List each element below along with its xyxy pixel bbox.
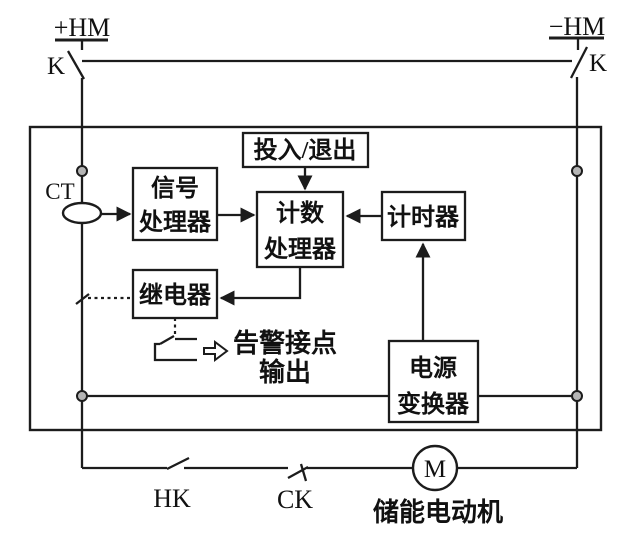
aux-contact-blade-icon bbox=[75, 293, 90, 305]
switch-hk-blade-icon bbox=[166, 456, 190, 471]
block-signal-line1: 信号 bbox=[151, 174, 199, 202]
motor-circuit: M HK CK 储能电动机 bbox=[82, 444, 577, 527]
switch-k-right-label: K bbox=[589, 50, 607, 77]
dc-bus-positive: +HM K bbox=[47, 13, 110, 80]
terminal-node-top-right bbox=[571, 165, 583, 177]
terminal-node-top-left bbox=[76, 165, 88, 177]
terminal-node-bottom-left bbox=[76, 390, 88, 402]
block-signal-line2: 处理器 bbox=[138, 209, 212, 236]
switch-ck-blade-icon bbox=[287, 465, 309, 480]
current-transformer: CT bbox=[45, 179, 103, 225]
block-relay-label: 继电器 bbox=[139, 281, 212, 309]
device-enclosure bbox=[28, 125, 603, 432]
switch-k-right-blade-icon bbox=[569, 46, 589, 79]
block-counter-line2: 处理器 bbox=[263, 236, 337, 263]
alarm-contact-lead-left bbox=[153, 342, 197, 362]
alarm-output-arrow-icon bbox=[203, 340, 229, 362]
ct-label: CT bbox=[45, 179, 74, 204]
block-power-line2: 变换器 bbox=[397, 390, 470, 418]
terminal-node-bottom-right bbox=[571, 390, 583, 402]
ct-symbol-icon bbox=[61, 201, 103, 225]
alarm-label-line2: 输出 bbox=[259, 357, 311, 387]
switch-k-left-label: K bbox=[47, 53, 65, 80]
alarm-output-contact: 告警接点 输出 bbox=[153, 318, 337, 387]
alarm-contact-blade-icon bbox=[159, 335, 175, 345]
block-timer-label: 计时器 bbox=[387, 204, 460, 231]
switch-k-left-blade-icon bbox=[67, 50, 85, 80]
motor-letter: M bbox=[424, 456, 446, 483]
switch-hk-label: HK bbox=[153, 484, 191, 513]
block-power-line1: 电源 bbox=[409, 355, 457, 382]
block-counting-processor: 计数 处理器 bbox=[255, 190, 345, 269]
block-timer: 计时器 bbox=[380, 190, 467, 242]
block-relay: 继电器 bbox=[131, 268, 219, 320]
switch-ck-bar-icon bbox=[299, 463, 308, 482]
block-signal-processor: 信号 处理器 bbox=[131, 166, 219, 242]
negative-bus-label: −HM bbox=[549, 12, 606, 41]
block-engage-exit: 投入/退出 bbox=[241, 131, 370, 169]
block-engage-exit-label: 投入/退出 bbox=[254, 137, 357, 164]
block-power-converter: 电源 变换器 bbox=[387, 339, 480, 424]
dc-bus-negative: −HM K bbox=[549, 12, 607, 79]
motor-caption: 储能电动机 bbox=[373, 497, 503, 527]
alarm-label-line1: 告警接点 bbox=[233, 328, 337, 358]
switch-ck-label: CK bbox=[277, 485, 313, 514]
block-counter-line1: 计数 bbox=[276, 200, 325, 227]
positive-bus-label: +HM bbox=[54, 13, 111, 42]
arrow-counter-to-relay bbox=[219, 267, 302, 306]
